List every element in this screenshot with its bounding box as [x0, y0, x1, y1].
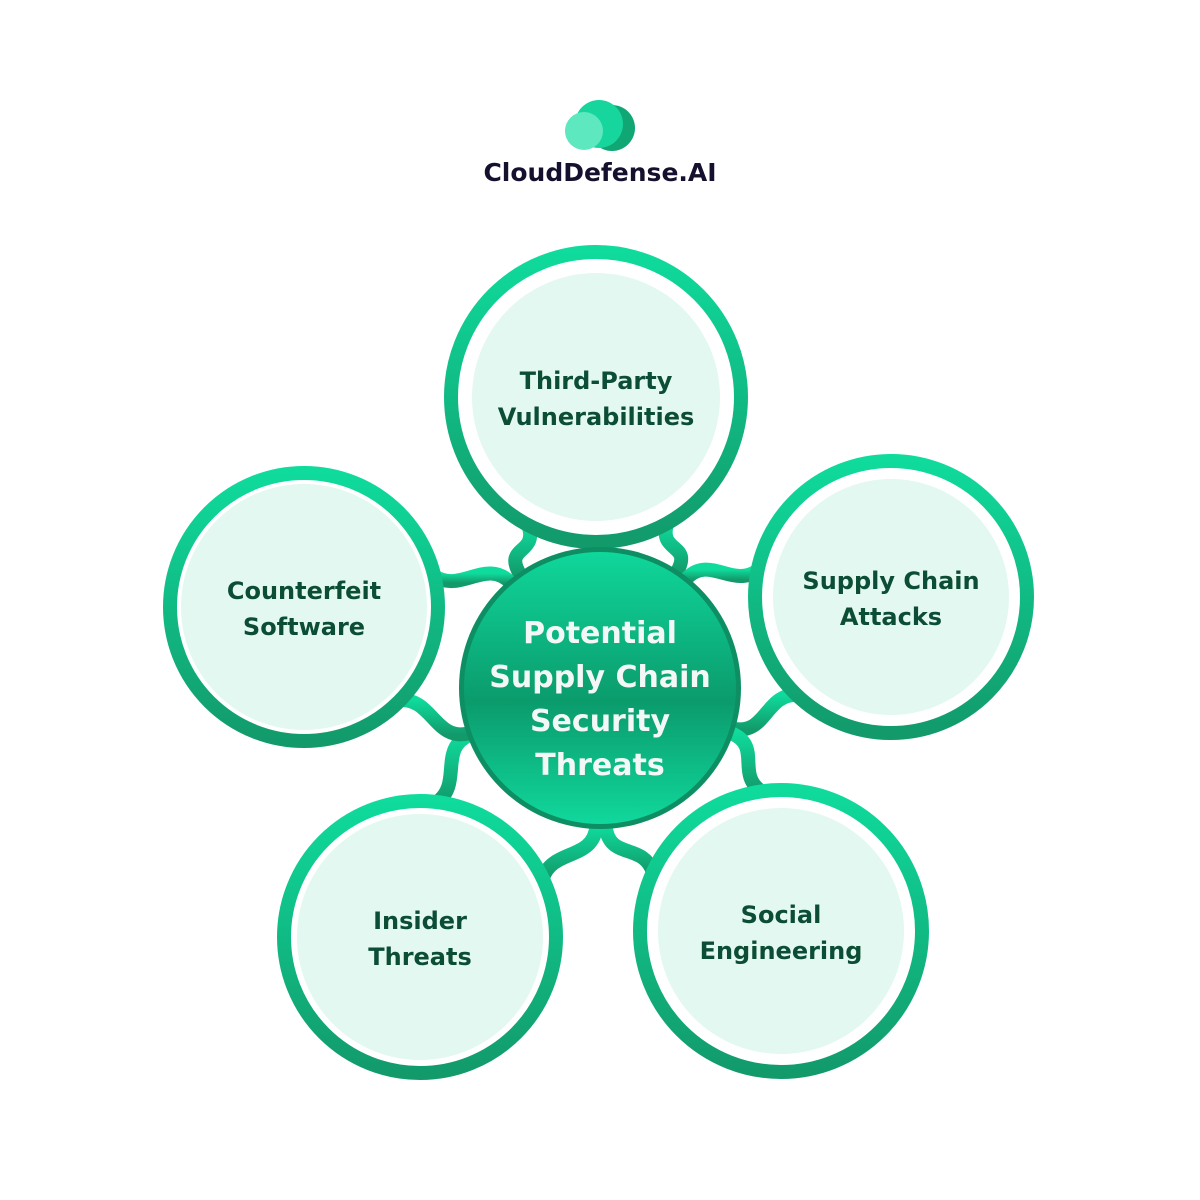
- logo: [565, 100, 635, 151]
- center-title-line-4: Threats: [535, 748, 664, 783]
- petal-label-line: Engineering: [700, 937, 863, 965]
- petal-label-line: Threats: [368, 943, 472, 971]
- petal-label-line: Vulnerabilities: [498, 403, 695, 431]
- petal-fill: [181, 484, 427, 730]
- connector-line: [535, 818, 604, 886]
- petal-label-line: Counterfeit: [227, 577, 381, 605]
- petal-fill: [658, 808, 904, 1054]
- connector-line: [598, 818, 660, 880]
- petal-fill: [773, 479, 1009, 715]
- connector-line: [678, 562, 765, 587]
- center-title-line-1: Potential: [523, 616, 677, 651]
- connector-line: [393, 693, 477, 742]
- connector-line: [724, 687, 804, 737]
- petal-fill: [297, 814, 543, 1060]
- connector-line: [723, 725, 769, 799]
- petal-fill: [472, 273, 720, 521]
- petal-label-line: Attacks: [840, 603, 942, 631]
- petal-label-line: Supply Chain: [802, 567, 979, 595]
- petal-label-line: Third-Party: [520, 367, 673, 395]
- center-node: Potential Supply Chain Security Threats: [459, 547, 741, 829]
- petal-label-line: Software: [243, 613, 365, 641]
- center-title-line-3: Security: [530, 704, 671, 739]
- petal-label-line: Social: [741, 901, 822, 929]
- center-title-line-2: Supply Chain: [489, 660, 710, 695]
- brand-name: CloudDefense.AI: [483, 158, 717, 187]
- connector-line: [427, 566, 518, 590]
- petal-label-line: Insider: [373, 907, 467, 935]
- connector-line: [430, 727, 478, 810]
